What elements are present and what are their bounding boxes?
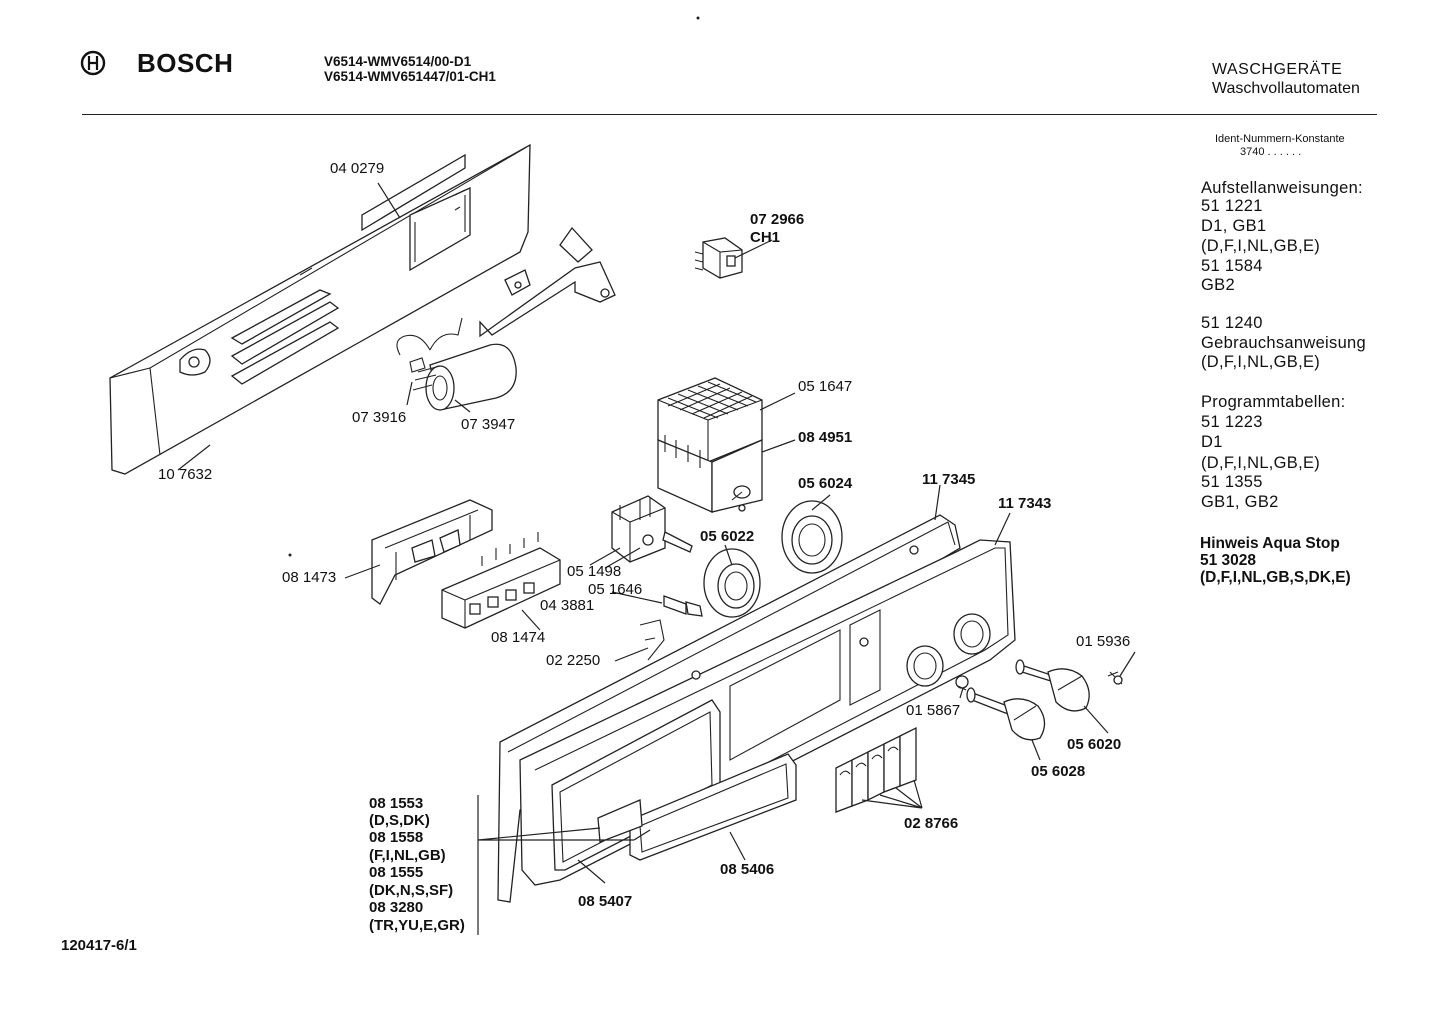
push-buttons-part	[835, 726, 917, 813]
sidebar-line: Aufstellanweisungen:	[1201, 179, 1363, 197]
variant-item: (TR,YU,E,GR)	[369, 917, 465, 934]
sidebar-line: Programmtabellen:	[1201, 393, 1346, 411]
variant-item: 08 1555	[369, 864, 424, 881]
variant-item: (D,S,DK)	[369, 812, 430, 829]
sidebar-line: (D,F,I,NL,GB,E)	[1201, 237, 1321, 255]
part-label: 04 3881	[540, 597, 595, 614]
part-label: 11 7343	[998, 495, 1052, 512]
part-label: 02 2250	[546, 652, 601, 669]
capacitor-part	[396, 317, 517, 411]
part-label: 01 5867	[906, 702, 961, 719]
leader-lines	[177, 182, 1136, 935]
aqua-stop-number: 51 3028	[1200, 552, 1257, 569]
part-label: 07 3916	[352, 409, 407, 426]
clip-part	[639, 619, 665, 661]
category-subtitle: Waschvollautomaten	[1212, 80, 1360, 97]
variant-item: (F,I,NL,GB)	[369, 847, 446, 864]
model-number-2: V6514-WMV651447/01-CH1	[324, 69, 496, 84]
part-label: 10 7632	[158, 466, 213, 483]
sidebar-line: 51 1584	[1201, 257, 1263, 275]
aqua-stop-hint: Hinweis Aqua Stop	[1200, 535, 1340, 552]
programme-timer-part	[657, 377, 763, 514]
sidebar-line: 51 1221	[1201, 197, 1263, 215]
part-label: 05 1646	[588, 581, 643, 598]
variant-item: 08 3280	[369, 899, 424, 916]
part-label: 08 5406	[720, 861, 775, 878]
part-label: 07 2966	[750, 211, 805, 228]
sidebar-line: 51 1240	[1201, 314, 1263, 332]
control-carrier-part	[109, 143, 531, 475]
variant-item: 08 1553	[369, 795, 424, 812]
sidebar-line: D1, GB1	[1201, 217, 1267, 235]
ident-label: Ident-Nummern-Konstante	[1215, 133, 1345, 145]
sidebar-line: (D,F,I,NL,GB,E)	[1201, 454, 1321, 472]
part-label: 05 6020	[1067, 736, 1122, 753]
sidebar-line: D1	[1201, 433, 1223, 451]
switch-frame-part	[371, 499, 493, 605]
drawing-id: 120417-6/1	[61, 937, 137, 954]
sidebar-line: (D,F,I,NL,GB,E)	[1201, 353, 1321, 371]
part-label: 04 0279	[330, 160, 385, 177]
screw-part	[1107, 671, 1123, 685]
part-label: CH1	[750, 229, 781, 246]
knob-part-056020	[1015, 659, 1090, 712]
part-label: 08 5407	[578, 893, 633, 910]
sidebar-line: Gebrauchsanweisung	[1201, 334, 1367, 352]
knob-pin-part	[663, 595, 703, 617]
switch-bank-part	[441, 532, 561, 629]
ring-part-056024	[781, 500, 843, 574]
header-divider	[82, 114, 1377, 115]
sidebar-line: GB2	[1201, 276, 1235, 294]
motor-bracket-part	[479, 226, 616, 338]
sidebar-line: GB1, GB2	[1201, 493, 1279, 511]
part-label: 05 1498	[567, 563, 622, 580]
part-label: 08 1474	[491, 629, 546, 646]
part-label: 05 6028	[1031, 763, 1086, 780]
variant-item: 08 1558	[369, 829, 424, 846]
part-label: 05 1647	[798, 378, 853, 395]
ring-part-056022	[703, 548, 761, 618]
sidebar-line: 51 1223	[1201, 413, 1263, 431]
part-label: 08 1473	[282, 569, 337, 586]
display-window-part	[551, 699, 797, 871]
aqua-stop-countries: (D,F,I,NL,GB,S,DK,E)	[1200, 569, 1351, 586]
selector-switch-part	[611, 495, 693, 563]
brand-name: BOSCH	[137, 48, 234, 78]
part-label: 05 6024	[798, 475, 853, 492]
ident-value: 3740 . . . . . .	[1240, 146, 1302, 158]
part-label: 07 3947	[461, 416, 516, 433]
part-label: 01 5936	[1076, 633, 1131, 650]
relay-part	[694, 237, 743, 279]
model-number-1: V6514-WMV6514/00-D1	[324, 54, 472, 69]
category-title: WASCHGERÄTE	[1212, 61, 1343, 78]
bosch-logo-icon	[80, 50, 106, 76]
part-label: 05 6022	[700, 528, 755, 545]
lamp-part	[955, 675, 969, 691]
part-label: 11 7345	[922, 471, 976, 488]
part-label: 08 4951	[798, 429, 853, 446]
sidebar-line: 51 1355	[1201, 473, 1263, 491]
knob-part-056028	[966, 687, 1046, 741]
part-label: 02 8766	[904, 815, 959, 832]
variant-item: (DK,N,S,SF)	[369, 882, 454, 899]
